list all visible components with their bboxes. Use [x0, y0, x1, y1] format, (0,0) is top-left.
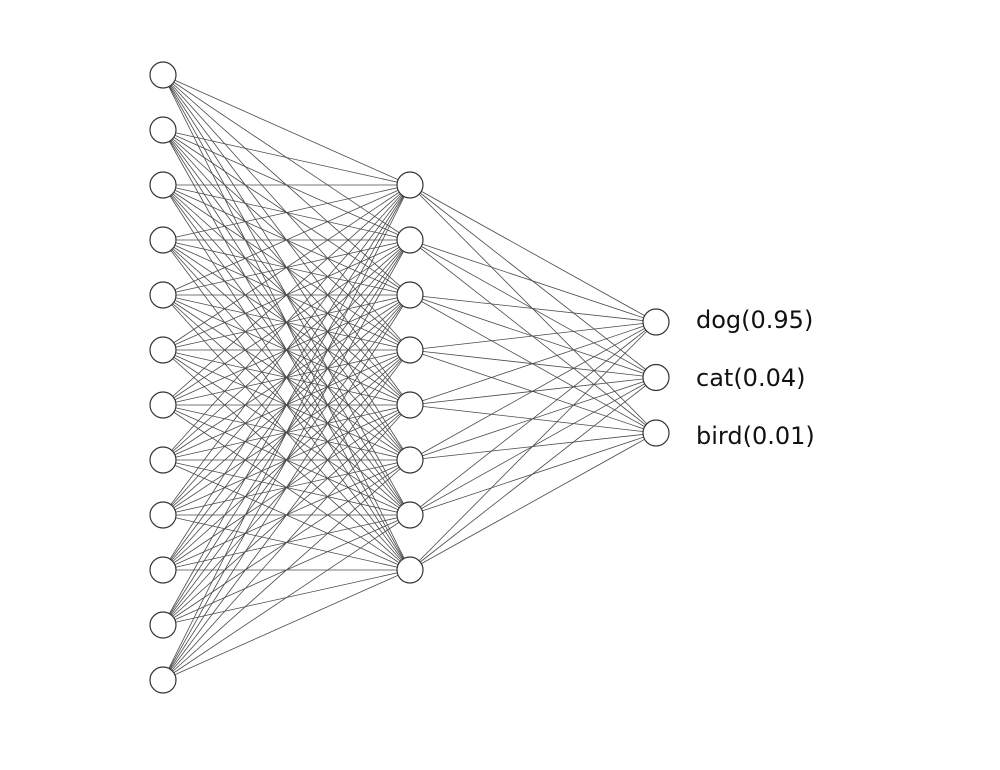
- input-node-6: [149, 336, 177, 364]
- edge-input-hidden-10-1: [162, 184, 411, 571]
- edge-input-hidden-12-3: [162, 294, 411, 681]
- input-node-10: [149, 556, 177, 584]
- hidden-layer: [396, 171, 424, 584]
- output-label-bird: bird(0.01): [696, 422, 815, 450]
- input-node-9: [149, 501, 177, 529]
- edge-input-hidden-8-1: [162, 184, 411, 461]
- edge-input-hidden-2-1: [162, 129, 411, 186]
- output-labels: dog(0.95) cat(0.04) bird(0.01): [696, 306, 815, 450]
- hidden-node-1: [396, 171, 424, 199]
- output-label-dog: dog(0.95): [696, 306, 813, 334]
- input-node-7: [149, 391, 177, 419]
- edge-input-hidden-1-1: [162, 74, 411, 186]
- edge-input-hidden-12-7: [162, 514, 411, 681]
- output-label-cat: cat(0.04): [696, 364, 805, 392]
- input-node-2: [149, 116, 177, 144]
- edge-input-hidden-5-1: [162, 184, 411, 296]
- input-node-12: [149, 666, 177, 694]
- output-node-3: [642, 419, 670, 447]
- input-node-5: [149, 281, 177, 309]
- input-node-8: [149, 446, 177, 474]
- hidden-node-8: [396, 556, 424, 584]
- edge-input-hidden-11-1: [162, 184, 411, 626]
- edge-hidden-output-2-1: [409, 239, 657, 323]
- input-node-11: [149, 611, 177, 639]
- hidden-node-5: [396, 391, 424, 419]
- edges-input-to-hidden: [162, 74, 411, 681]
- edge-input-hidden-4-1: [162, 184, 411, 241]
- edge-hidden-output-8-3: [409, 432, 657, 571]
- input-node-3: [149, 171, 177, 199]
- edge-input-hidden-12-8: [162, 569, 411, 681]
- edge-hidden-output-1-1: [409, 184, 657, 323]
- hidden-node-2: [396, 226, 424, 254]
- edge-input-hidden-6-1: [162, 184, 411, 351]
- output-layer: [642, 308, 670, 447]
- edge-hidden-output-8-2: [409, 377, 657, 571]
- hidden-node-3: [396, 281, 424, 309]
- edge-hidden-output-7-1: [409, 321, 657, 516]
- edge-hidden-output-4-1: [409, 321, 657, 351]
- hidden-node-4: [396, 336, 424, 364]
- edges-hidden-to-output: [409, 184, 657, 571]
- input-layer: [149, 61, 177, 694]
- hidden-node-7: [396, 501, 424, 529]
- edge-input-hidden-12-2: [162, 239, 411, 681]
- input-node-1: [149, 61, 177, 89]
- edge-input-hidden-12-5: [162, 404, 411, 681]
- hidden-node-6: [396, 446, 424, 474]
- edge-hidden-output-6-1: [409, 321, 657, 461]
- edge-input-hidden-12-4: [162, 349, 411, 681]
- edge-input-hidden-12-1: [162, 184, 411, 681]
- edge-input-hidden-9-1: [162, 184, 411, 516]
- edge-hidden-output-8-1: [409, 321, 657, 571]
- edge-input-hidden-12-6: [162, 459, 411, 681]
- output-node-1: [642, 308, 670, 336]
- edge-hidden-output-3-1: [409, 294, 657, 323]
- output-node-2: [642, 363, 670, 392]
- input-node-4: [149, 226, 177, 254]
- edge-input-hidden-7-1: [162, 184, 411, 406]
- edge-hidden-output-5-1: [409, 321, 657, 406]
